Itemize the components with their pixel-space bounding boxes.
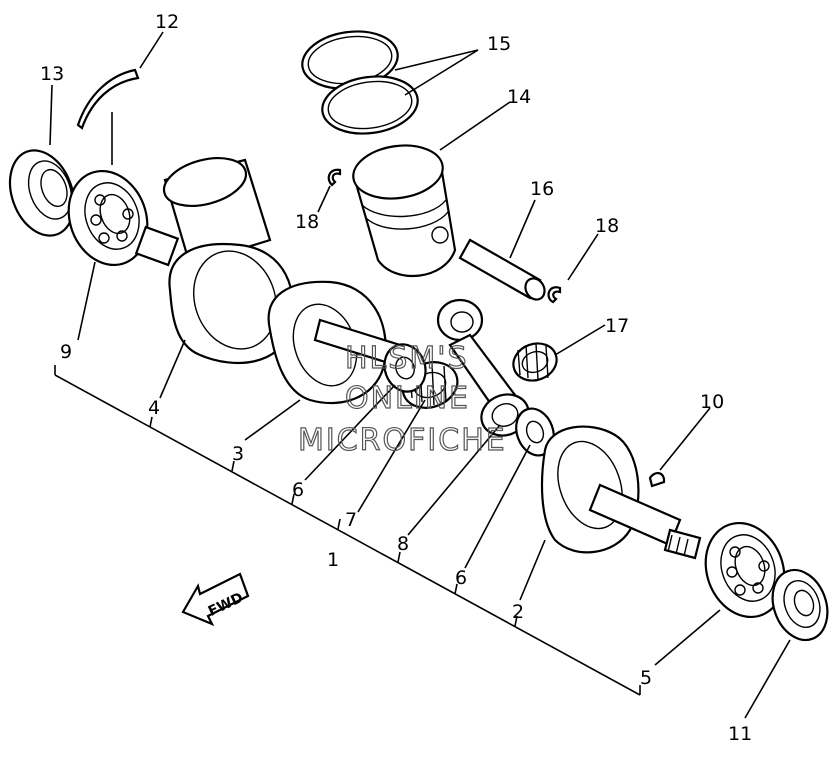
crank-wheel-2 — [540, 425, 702, 560]
oil-seal-11 — [771, 568, 829, 642]
label-2: 2 — [512, 601, 524, 623]
woodruff-key-10 — [648, 472, 666, 488]
watermark-line-1: HLSM'S — [345, 341, 469, 376]
label-14: 14 — [507, 86, 531, 108]
label-6-left: 6 — [292, 479, 304, 501]
watermark-line-3: MICROFICHE — [298, 423, 507, 458]
label-4: 4 — [148, 397, 160, 419]
bearing-5 — [704, 521, 786, 619]
label-18-left: 18 — [295, 211, 319, 233]
bearing-9 — [67, 169, 149, 267]
label-11: 11 — [728, 723, 752, 745]
piston-pin-clip-18-left — [327, 168, 342, 187]
leader-lines — [49, 31, 791, 719]
part-labels: 12 13 15 14 16 18 18 17 10 9 4 3 6 7 1 8… — [40, 11, 752, 745]
label-15: 15 — [487, 33, 511, 55]
crank-wheel-4 — [134, 157, 294, 365]
label-16: 16 — [530, 178, 554, 200]
label-8: 8 — [397, 533, 409, 555]
label-3: 3 — [232, 443, 244, 465]
label-9: 9 — [60, 341, 72, 363]
watermark: HLSM'S ONLINE MICROFICHE — [297, 340, 507, 458]
label-18-right: 18 — [595, 215, 619, 237]
label-1: 1 — [327, 549, 339, 571]
label-12: 12 — [155, 11, 179, 33]
label-7: 7 — [345, 509, 357, 531]
needle-bearing-17 — [512, 342, 558, 382]
oil-seal-13 — [8, 149, 76, 237]
piston-14 — [352, 144, 457, 278]
label-6-right: 6 — [455, 567, 467, 589]
crank-wheel-3 — [267, 280, 402, 405]
forward-direction-arrow: FWD — [181, 572, 250, 627]
assembly-bracket — [54, 365, 641, 696]
label-17: 17 — [605, 315, 629, 337]
piston-pin-clip-18-right — [547, 286, 562, 304]
label-13: 13 — [40, 63, 64, 85]
piston-rings-15 — [301, 30, 419, 135]
label-10: 10 — [700, 391, 724, 413]
label-5: 5 — [640, 667, 652, 689]
watermark-line-2: ONLINE — [345, 381, 470, 416]
piston-pin-16 — [458, 238, 546, 301]
washer-6-left — [383, 343, 427, 393]
circlip-12 — [76, 68, 140, 130]
